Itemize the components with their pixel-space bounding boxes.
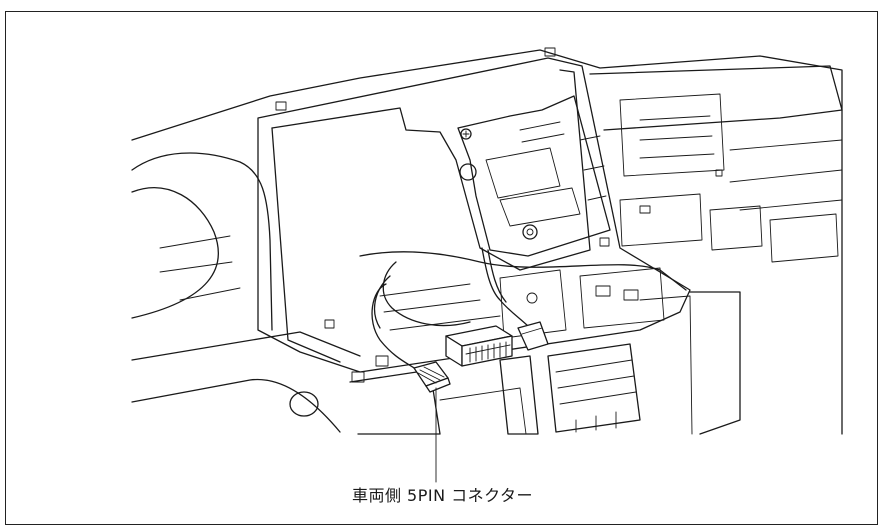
- figure-frame: [5, 11, 878, 525]
- callout-label: 車両側 5PIN コネクター: [351, 486, 534, 505]
- connector-block: [445, 325, 513, 367]
- wiring-harness: [371, 247, 531, 373]
- dashboard-body: [131, 49, 843, 435]
- vehicle-5pin-connector: [413, 361, 451, 393]
- mounting-bracket: [457, 95, 611, 257]
- right-dash-panel: [589, 65, 843, 435]
- inline-connector: [517, 321, 549, 351]
- lower-console: [349, 251, 687, 435]
- display-opening-frame: [257, 47, 691, 373]
